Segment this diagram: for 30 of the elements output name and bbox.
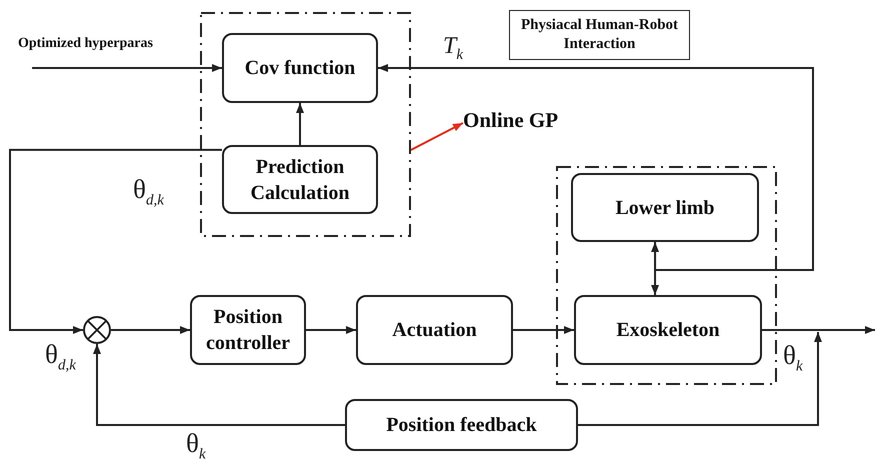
output-arrow: [762, 326, 875, 334]
arrow: [111, 326, 190, 334]
note-box: Physiacal Human-Robot Interaction: [509, 10, 690, 60]
signal-label: θ$_{d,k}$: [45, 341, 76, 374]
signal-label: θ$_{k}$: [186, 430, 206, 459]
process-box: Actuation: [356, 295, 513, 365]
group-frame: [200, 12, 411, 237]
summing-junction: [83, 316, 111, 344]
arrow: [93, 344, 345, 426]
arrow: [296, 103, 304, 145]
process-box: Exoskeleton: [574, 295, 762, 365]
arrow: [32, 64, 222, 72]
process-box: Prediction Calculation: [222, 145, 378, 214]
process-box: Cov function: [222, 33, 378, 103]
arrow: [306, 326, 356, 334]
signal-label: θ$_{d,k}$: [133, 176, 164, 208]
group-frame: [556, 166, 777, 385]
output-arrow: [578, 332, 822, 426]
process-box: Position feedback: [345, 399, 578, 451]
signal-label: θ$_{k}$: [783, 342, 803, 374]
pointer-arrow: [410, 122, 464, 151]
arrow: [651, 242, 660, 295]
input-label: Optimized hyperparas: [18, 36, 208, 68]
arrow: [378, 64, 814, 271]
arrow: [513, 326, 574, 334]
process-box: Lower limb: [571, 173, 759, 242]
annotation-text: Online GP: [463, 108, 575, 138]
signal-label: T$_{k}$: [443, 34, 464, 63]
arrow: [9, 148, 222, 334]
process-box: Position controller: [190, 295, 306, 365]
